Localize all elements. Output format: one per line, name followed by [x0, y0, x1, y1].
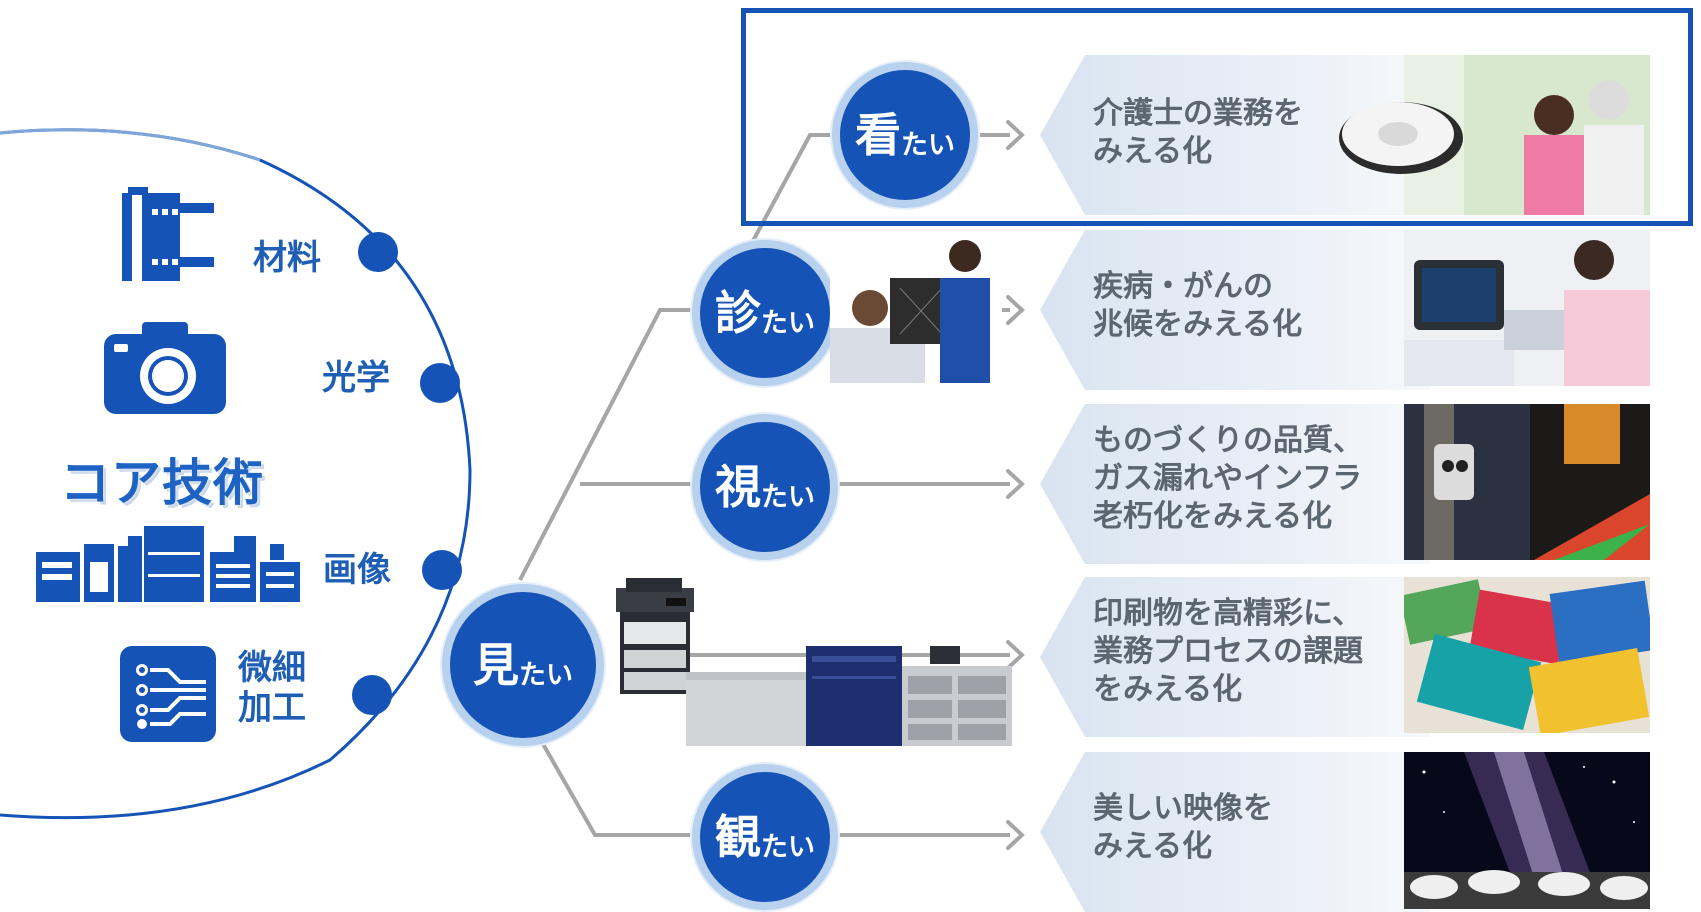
branch-kanji-4: 観: [715, 810, 761, 864]
printed-matter-photo: [1404, 577, 1650, 733]
result-3-line-2: をみえる化: [1093, 672, 1243, 707]
branch-circle-kango: 看たい: [840, 70, 970, 200]
result-text-4: 美しい映像を みえる化: [1093, 790, 1273, 866]
result-2-line-1: ガス漏れやインフラ: [1093, 461, 1363, 496]
tech-dot-optics: [420, 363, 460, 403]
sensor-device-image: [1336, 92, 1466, 178]
result-text-0: 介護士の業務を みえる化: [1093, 95, 1303, 171]
branch-suffix-1: たい: [761, 307, 815, 339]
tech-label-micro-line1: 微細: [238, 648, 306, 688]
root-suffix: たい: [519, 659, 573, 691]
branch-suffix-4: たい: [761, 831, 815, 863]
root-circle-mitai: 見たい: [450, 592, 596, 738]
xray-scene-image: [830, 228, 1002, 383]
film-roll-icon: [118, 187, 218, 287]
result-4-line-0: 美しい映像を: [1093, 791, 1273, 826]
tech-label-imaging: 画像: [323, 550, 391, 590]
tech-dot-imaging: [422, 550, 462, 590]
result-2-line-0: ものづくりの品質、: [1093, 423, 1363, 458]
printer-image-production: [686, 646, 1016, 750]
result-2-line-2: 老朽化をみえる化: [1093, 499, 1333, 534]
result-text-3: 印刷物を高精彩に、 業務プロセスの課題 をみえる化: [1093, 595, 1363, 709]
core-technology-title: コア技術: [60, 454, 264, 512]
result-4-line-1: みえる化: [1093, 829, 1213, 864]
branch-circle-shin: 診たい: [700, 248, 830, 378]
result-text-2: ものづくりの品質、 ガス漏れやインフラ 老朽化をみえる化: [1093, 422, 1363, 536]
branch-suffix-2: たい: [761, 481, 815, 513]
result-1-line-1: 兆候をみえる化: [1093, 307, 1303, 342]
root-kanji: 見: [473, 638, 519, 692]
result-banner-3: [1040, 577, 1430, 737]
result-0-line-0: 介護士の業務を: [1093, 96, 1303, 131]
branch-kanji-1: 診: [715, 286, 761, 340]
tech-label-material: 材料: [253, 238, 321, 278]
camera-icon: [104, 322, 226, 414]
branch-circle-shi: 視たい: [700, 422, 830, 552]
highlight-frame: [741, 8, 1693, 226]
result-3-line-1: 業務プロセスの課題: [1093, 634, 1363, 669]
branch-kanji-0: 看: [855, 108, 901, 162]
branch-suffix-0: たい: [901, 129, 955, 161]
result-1-line-0: 疾病・がんの: [1093, 269, 1273, 304]
tech-dot-material: [358, 232, 398, 272]
ultrasound-photo: [1404, 230, 1650, 386]
result-banner-4: [1040, 752, 1430, 912]
branch-circle-kan: 観たい: [700, 772, 830, 902]
tech-label-micro-line2: 加工: [238, 688, 306, 728]
result-banner-2: [1040, 404, 1430, 564]
circuit-icon: [120, 646, 216, 742]
branch-kanji-2: 視: [715, 460, 761, 514]
tech-label-microfabrication: 微細 加工: [238, 648, 306, 728]
planetarium-photo: [1404, 752, 1650, 909]
tech-dot-microfabrication: [352, 675, 392, 715]
tech-label-optics: 光学: [322, 358, 390, 398]
infra-camera-photo: [1404, 404, 1650, 560]
result-0-line-1: みえる化: [1093, 134, 1213, 169]
result-banner-1: [1040, 230, 1430, 390]
care-photo: [1404, 55, 1650, 215]
result-3-line-0: 印刷物を高精彩に、: [1093, 596, 1363, 631]
office-machine-icon: [34, 522, 302, 604]
result-text-1: 疾病・がんの 兆候をみえる化: [1093, 268, 1302, 344]
printer-image-small: [616, 578, 694, 698]
